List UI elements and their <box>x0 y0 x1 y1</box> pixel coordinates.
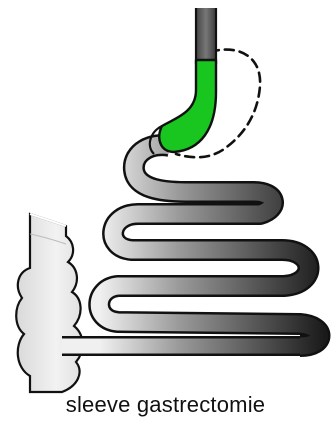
small-intestine <box>99 145 319 346</box>
colon <box>16 214 82 392</box>
caption: sleeve gastrectomie <box>0 394 331 416</box>
gastric-sleeve <box>159 60 216 152</box>
esophagus <box>196 8 216 64</box>
